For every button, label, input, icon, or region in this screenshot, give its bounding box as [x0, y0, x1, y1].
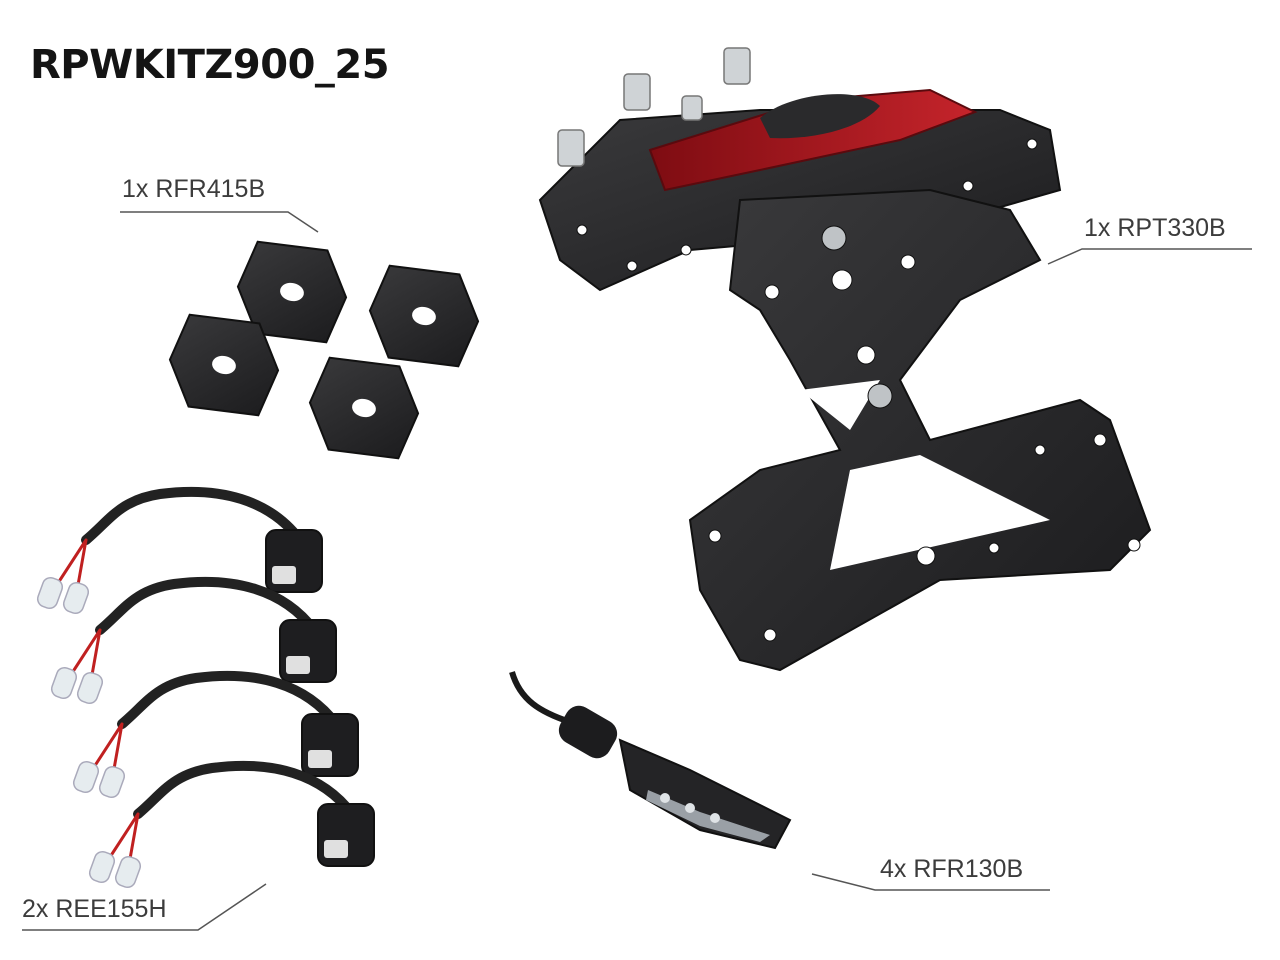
kit-code-title: RPWKITZ900_25: [30, 42, 390, 88]
leader-lines: [22, 211, 1252, 931]
wiring-harnesses: [36, 486, 375, 889]
label-rfr130b: 4x RFR130B: [880, 855, 1024, 883]
led-indicator: [509, 671, 792, 850]
label-rpt330b: 1x RPT330B: [1084, 214, 1226, 242]
label-rfr415b: 1x RFR415B: [122, 175, 266, 203]
label-ree155h: 2x REE155H: [22, 895, 167, 923]
spacer-plates: [168, 240, 480, 460]
license-plate-bracket: [538, 47, 1152, 672]
